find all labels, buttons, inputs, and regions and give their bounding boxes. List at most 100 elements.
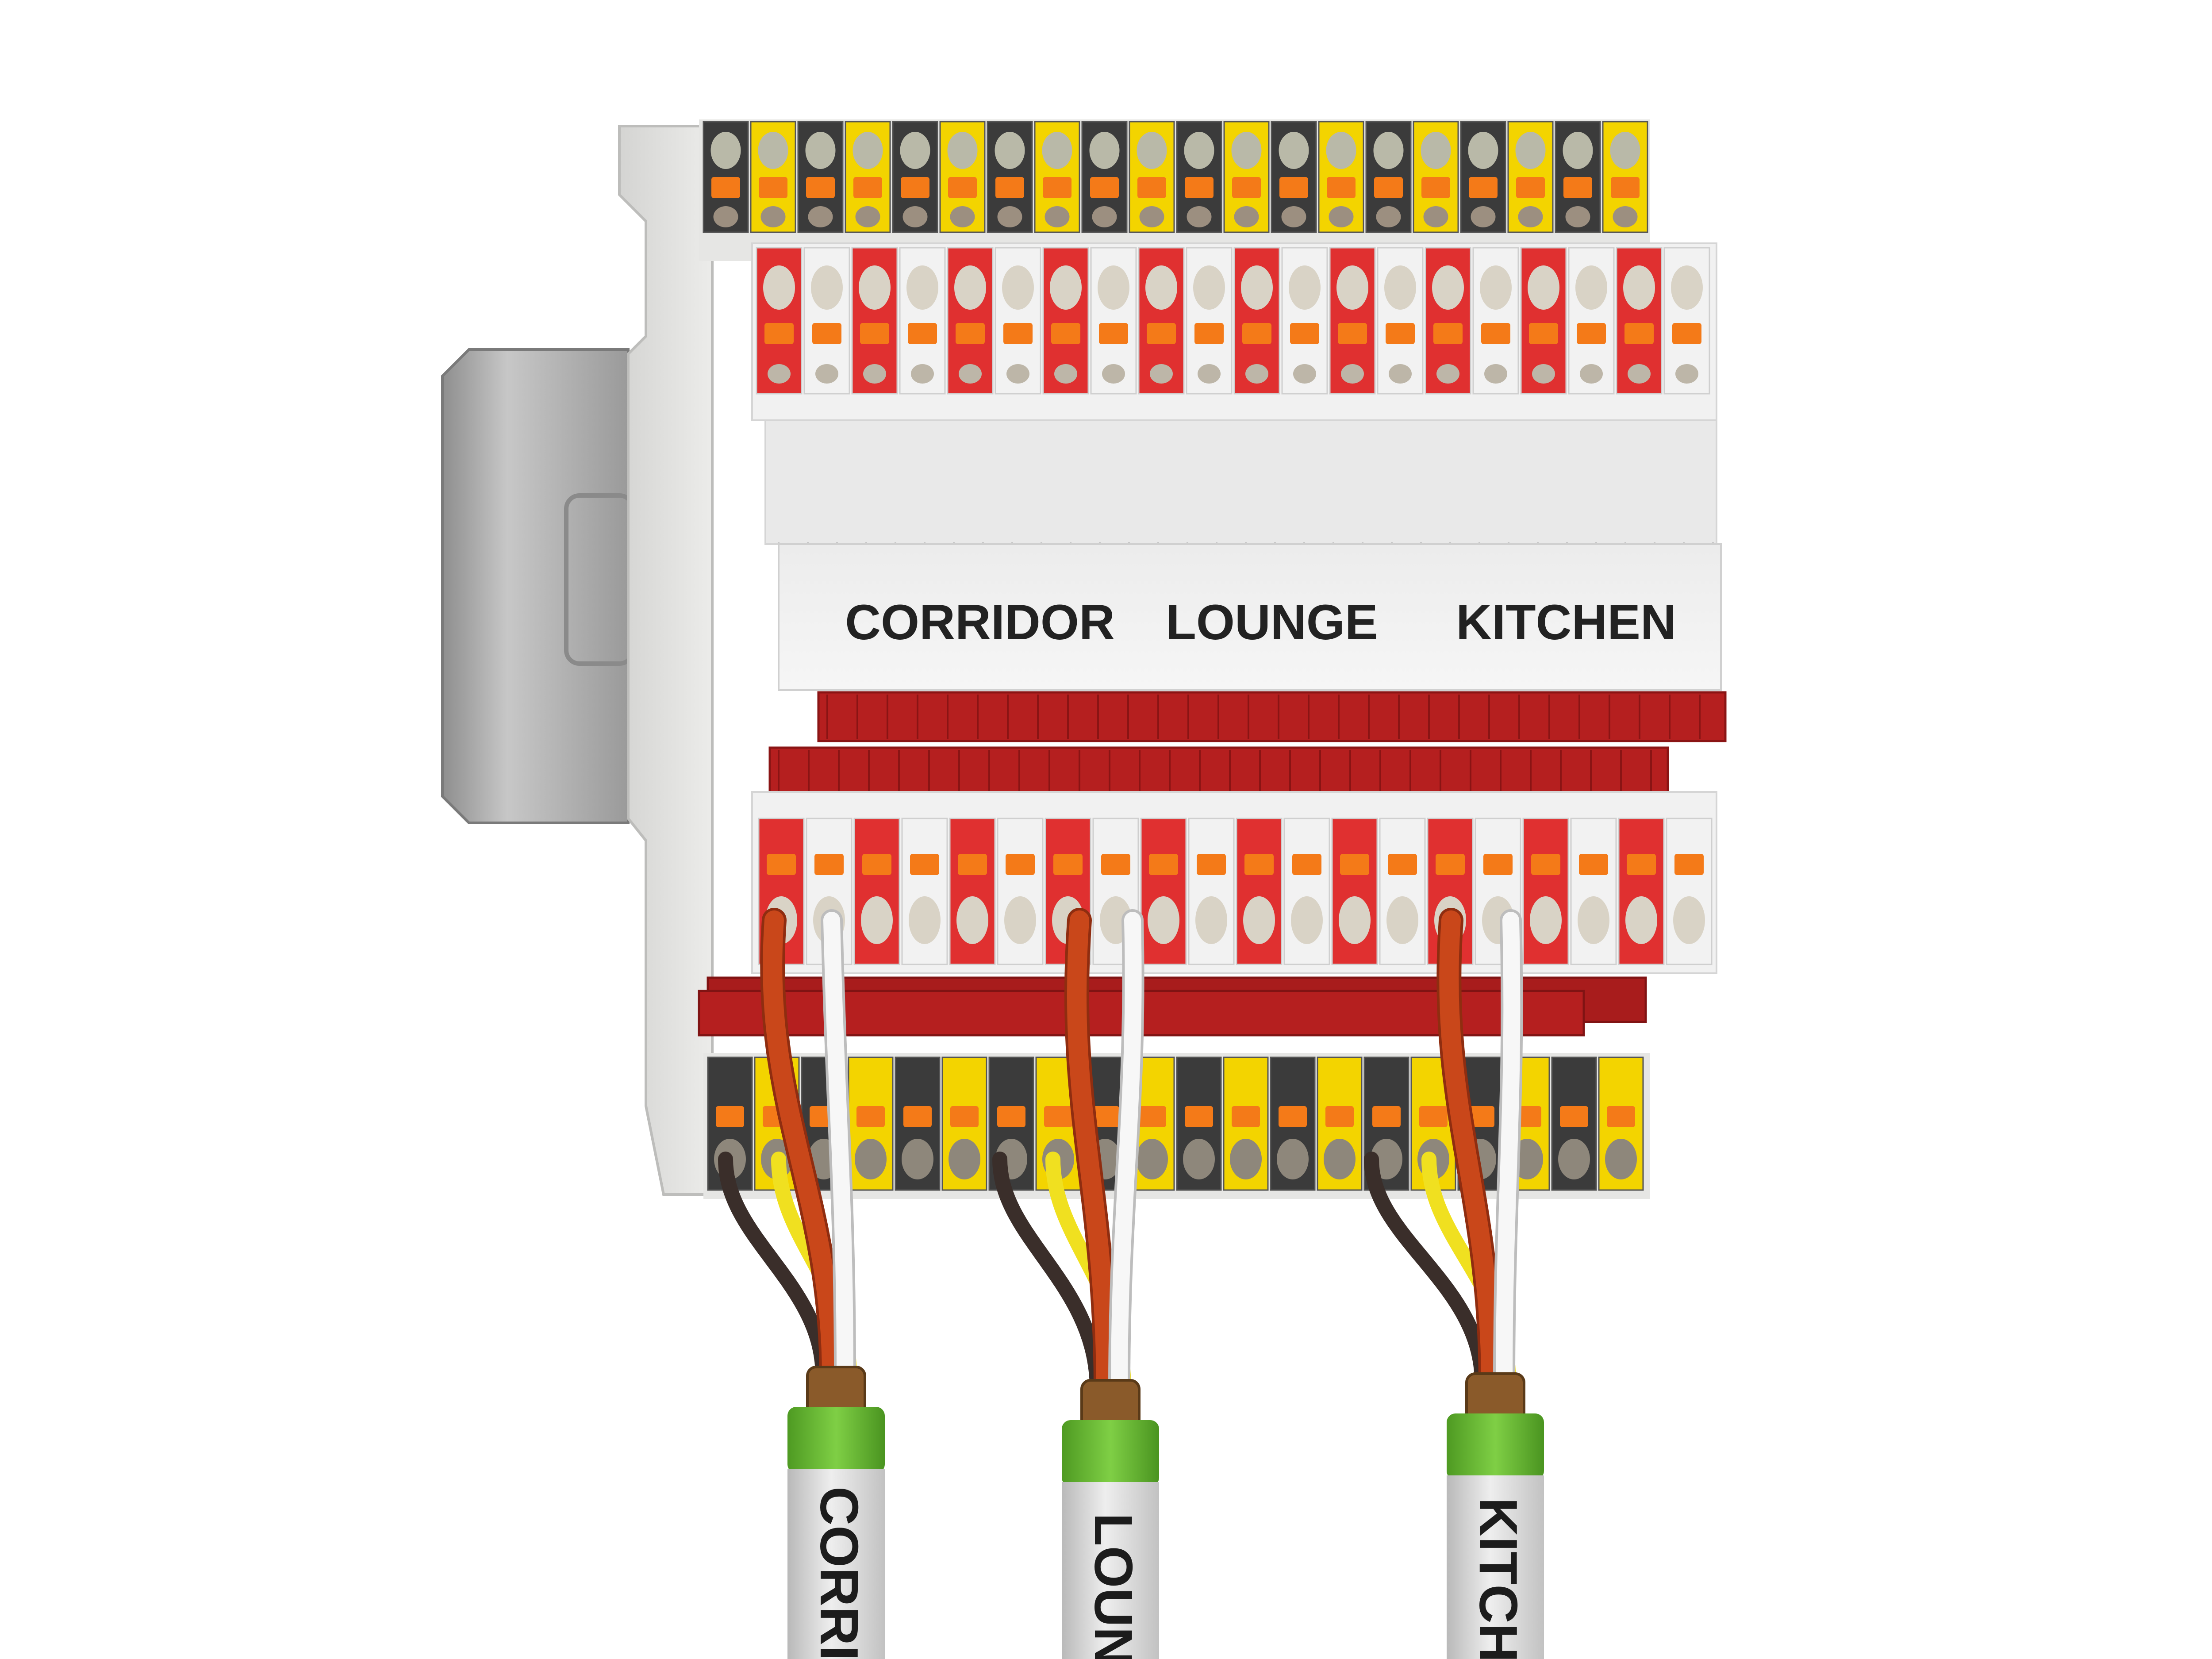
terminal-hole: [1054, 364, 1077, 384]
push-lever: [1099, 323, 1128, 344]
terminal-hole: [1231, 132, 1262, 169]
push-lever: [1531, 854, 1560, 875]
push-lever: [1481, 323, 1510, 344]
terminal-hole: [1281, 206, 1306, 227]
push-lever: [1138, 1106, 1166, 1127]
cable-collar: [787, 1407, 885, 1473]
terminal-hole: [1558, 1139, 1590, 1179]
terminal-hole: [1230, 1139, 1262, 1179]
terminal-hole: [1436, 364, 1459, 384]
terminal-hole: [997, 206, 1022, 227]
push-lever: [1232, 177, 1261, 198]
push-lever: [853, 177, 882, 198]
terminal-hole: [902, 1139, 933, 1179]
push-lever: [908, 323, 937, 344]
terminal-hole: [760, 206, 786, 227]
terminal-hole: [1628, 364, 1651, 384]
terminal-hole: [1675, 364, 1698, 384]
terminal-hole: [950, 206, 975, 227]
push-lever: [1338, 323, 1367, 344]
push-lever: [956, 323, 985, 344]
terminal-hole: [1515, 132, 1546, 169]
push-lever: [1003, 323, 1033, 344]
push-lever: [1006, 854, 1035, 875]
terminal-hole: [1578, 896, 1609, 944]
terminal-hole: [1339, 896, 1371, 944]
push-lever: [812, 323, 841, 344]
cable-collar: [1062, 1420, 1159, 1486]
terminal-hole: [1139, 206, 1164, 227]
terminal-hole: [1421, 132, 1451, 169]
terminal-hole: [1277, 1139, 1309, 1179]
cable-collar: [1447, 1413, 1544, 1480]
terminal-hole: [1150, 364, 1173, 384]
push-lever: [1388, 854, 1417, 875]
push-lever: [767, 854, 796, 875]
terminal-hole: [1193, 265, 1225, 310]
terminal-hole: [947, 132, 978, 169]
push-lever: [1185, 1106, 1213, 1127]
terminal-hole: [1045, 206, 1070, 227]
push-lever: [1147, 323, 1176, 344]
terminal-hole: [1279, 132, 1309, 169]
terminal-hole: [1530, 896, 1562, 944]
push-lever: [806, 177, 835, 198]
push-lever: [1290, 323, 1319, 344]
push-lever: [901, 177, 929, 198]
terminal-hole: [1423, 206, 1448, 227]
push-lever: [1516, 177, 1545, 198]
wire-black: [1364, 1152, 1490, 1390]
push-lever: [1674, 854, 1704, 875]
push-lever: [1242, 323, 1271, 344]
push-lever: [958, 854, 987, 875]
terminal-hole: [1575, 265, 1607, 310]
push-lever: [716, 1106, 744, 1127]
push-lever: [1419, 1106, 1448, 1127]
terminal-hole: [1004, 896, 1036, 944]
terminal-hole: [1092, 206, 1117, 227]
push-lever: [1340, 854, 1369, 875]
terminal-hole: [859, 265, 891, 310]
marker-label: CORRIDOR: [845, 595, 1115, 650]
terminal-hole: [902, 206, 928, 227]
push-lever: [1607, 1106, 1635, 1127]
push-lever: [948, 177, 977, 198]
push-lever: [1292, 854, 1321, 875]
terminal-hole: [1565, 206, 1590, 227]
push-lever: [711, 177, 740, 198]
terminal-hole: [1384, 265, 1416, 310]
cable-sleeve-label: KITCH: [1468, 1498, 1528, 1659]
marker-label: LOUNGE: [1166, 595, 1378, 650]
push-lever: [1386, 323, 1415, 344]
cable-sheath: [1062, 1482, 1159, 1659]
terminal-hole: [710, 132, 741, 169]
terminal-cell: [1188, 818, 1235, 965]
terminal-hole: [1341, 364, 1364, 384]
terminal-hole: [1610, 132, 1640, 169]
push-lever: [1374, 177, 1403, 198]
terminal-hole: [1145, 265, 1177, 310]
terminal-hole: [768, 364, 791, 384]
push-lever: [1560, 1106, 1588, 1127]
push-lever: [1279, 1106, 1307, 1127]
push-lever: [1044, 1106, 1072, 1127]
terminal-hole: [959, 364, 982, 384]
terminal-hole: [1329, 206, 1354, 227]
push-lever: [1051, 323, 1080, 344]
terminal-hole: [1623, 265, 1655, 310]
wire-brown: [763, 910, 841, 1386]
push-lever: [856, 1106, 885, 1127]
terminal-hole: [1326, 132, 1356, 169]
push-lever: [1279, 177, 1308, 198]
terminal-hole: [1386, 896, 1418, 944]
terminal-hole: [1484, 364, 1507, 384]
wire-black: [718, 1152, 830, 1383]
terminal-hole: [1198, 364, 1221, 384]
cable-sleeve-texts: CORRI LOUN KITCH: [809, 1486, 1528, 1659]
push-lever: [1101, 854, 1130, 875]
terminal-hole: [1673, 896, 1705, 944]
terminal-hole: [1136, 1139, 1168, 1179]
wire-white: [1496, 912, 1521, 1391]
